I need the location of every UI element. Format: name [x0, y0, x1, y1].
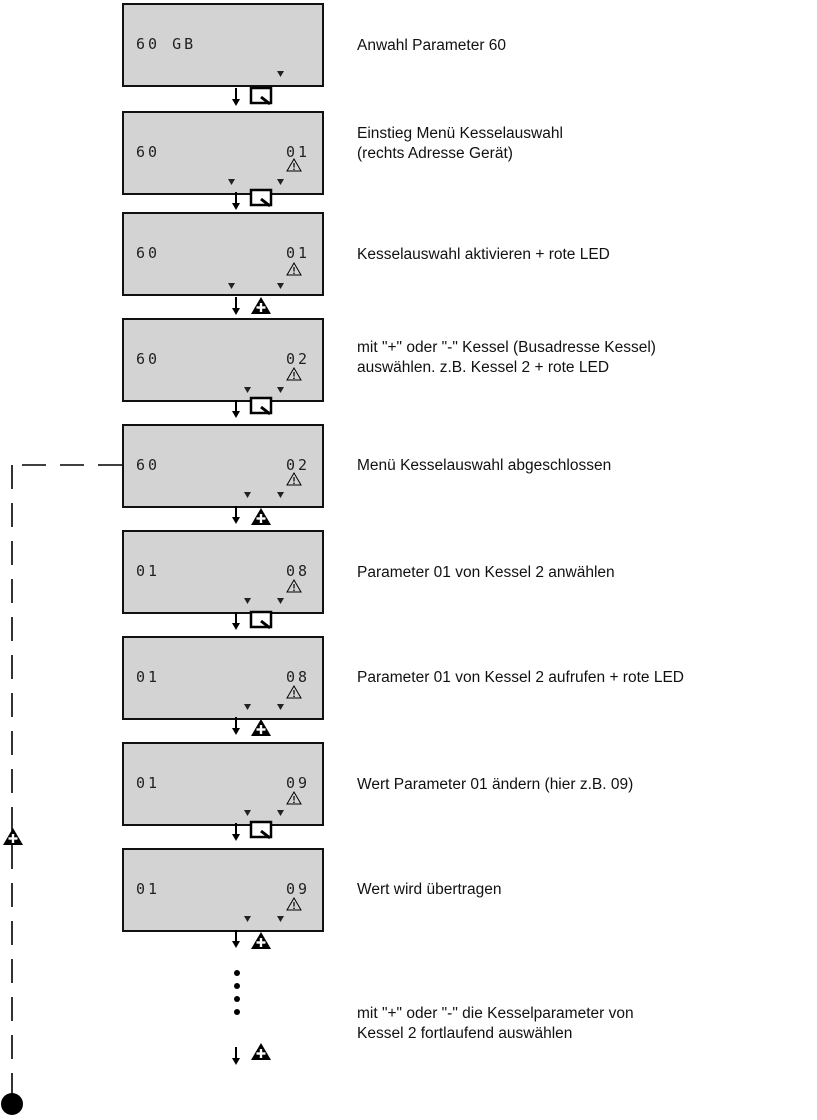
lcd-left-value: 60	[136, 143, 161, 161]
warning-icon	[286, 262, 302, 276]
lcd-right-value: 02	[285, 350, 310, 368]
step-description: Einstieg Menü Kesselauswahl (rechts Adre…	[357, 124, 812, 164]
lcd-right-value: 08	[285, 668, 310, 686]
step-description: mit "+" oder "-" Kessel (Busadresse Kess…	[357, 338, 812, 378]
warning-icon	[286, 367, 302, 381]
down-arrow-icon	[231, 191, 241, 211]
lcd-indicator	[277, 810, 284, 816]
warning-icon	[286, 579, 302, 593]
down-arrow-icon	[231, 929, 241, 949]
warning-icon	[286, 158, 302, 172]
description-line: Anwahl Parameter 60	[357, 37, 507, 54]
lcd-indicator	[244, 704, 251, 710]
lcd-indicator	[228, 179, 235, 185]
plus-key-icon	[249, 1041, 273, 1062]
lcd-indicator	[244, 492, 251, 498]
description-line: Kessel 2 fortlaufend auswählen	[357, 1025, 573, 1042]
lcd-display: 60 02	[122, 424, 324, 508]
lcd-indicator	[244, 387, 251, 393]
step-description: Wert wird übertragen	[357, 880, 812, 900]
lcd-indicator	[277, 387, 284, 393]
lcd-indicator	[277, 179, 284, 185]
step-description: Menü Kesselauswahl abgeschlossen	[357, 456, 812, 476]
lcd-indicator	[277, 704, 284, 710]
lcd-right-value: 09	[285, 880, 310, 898]
lcd-display: 01 08	[122, 530, 324, 614]
lcd-indicator	[277, 916, 284, 922]
plus-key-icon	[1, 826, 25, 847]
q-key-icon	[249, 820, 273, 840]
step-description: mit "+" oder "-" die Kesselparameter von…	[357, 1004, 812, 1044]
description-line: Kesselauswahl aktivieren + rote LED	[357, 246, 610, 263]
lcd-indicator	[277, 598, 284, 604]
down-arrow-icon	[231, 716, 241, 736]
lcd-display: 60 01	[122, 111, 324, 195]
description-line: auswählen. z.B. Kessel 2 + rote LED	[357, 359, 610, 376]
lcd-indicator	[277, 71, 284, 77]
step-description: Parameter 01 von Kessel 2 aufrufen + rot…	[357, 668, 812, 688]
description-line: Parameter 01 von Kessel 2 aufrufen + rot…	[357, 669, 684, 686]
step-description: Wert Parameter 01 ändern (hier z.B. 09)	[357, 775, 812, 795]
lcd-left-value: 60	[136, 350, 161, 368]
lcd-left-value: 01	[136, 668, 161, 686]
q-key-icon	[249, 188, 273, 208]
lcd-left-value: 60 GB	[136, 35, 197, 53]
step-description: Anwahl Parameter 60	[357, 36, 812, 56]
loop-back-line	[1, 464, 122, 1115]
lcd-right-value: 09	[285, 774, 310, 792]
step-description: Parameter 01 von Kessel 2 anwählen	[357, 563, 812, 583]
warning-icon	[286, 685, 302, 699]
lcd-right-value: 01	[285, 143, 310, 161]
description-line: Menü Kesselauswahl abgeschlossen	[357, 457, 612, 474]
lcd-indicator	[244, 916, 251, 922]
description-line: Einstieg Menü Kesselauswahl	[357, 125, 563, 142]
plus-key-icon	[249, 295, 273, 316]
q-key-icon	[249, 86, 273, 106]
down-arrow-icon	[231, 611, 241, 631]
ellipsis-dots	[234, 970, 240, 1015]
lcd-right-value: 01	[285, 244, 310, 262]
q-key-icon	[249, 396, 273, 416]
warning-icon	[286, 897, 302, 911]
lcd-indicator	[244, 598, 251, 604]
lcd-display: 01 09	[122, 742, 324, 826]
lcd-right-value: 08	[285, 562, 310, 580]
description-line: Wert wird übertragen	[357, 881, 502, 898]
lcd-left-value: 60	[136, 456, 161, 474]
lcd-left-value: 01	[136, 562, 161, 580]
description-line: mit "+" oder "-" Kessel (Busadresse Kess…	[357, 339, 656, 356]
lcd-left-value: 60	[136, 244, 161, 262]
down-arrow-icon	[231, 399, 241, 419]
description-line: Wert Parameter 01 ändern (hier z.B. 09)	[357, 776, 634, 793]
lcd-right-value: 02	[285, 456, 310, 474]
lcd-display: 01 08	[122, 636, 324, 720]
lcd-indicator	[277, 492, 284, 498]
down-arrow-icon	[231, 296, 241, 316]
plus-key-icon	[249, 506, 273, 527]
q-key-icon	[249, 610, 273, 630]
warning-icon	[286, 472, 302, 486]
down-arrow-icon	[231, 87, 241, 107]
down-arrow-icon	[231, 1046, 241, 1066]
lcd-indicator	[244, 810, 251, 816]
warning-icon	[286, 791, 302, 805]
lcd-indicator	[277, 283, 284, 289]
step-description: Kesselauswahl aktivieren + rote LED	[357, 245, 812, 265]
lcd-display: 60 GB	[122, 3, 324, 87]
lcd-left-value: 01	[136, 880, 161, 898]
lcd-indicator	[228, 283, 235, 289]
lcd-display: 01 09	[122, 848, 324, 932]
plus-key-icon	[249, 717, 273, 738]
lcd-display: 60 02	[122, 318, 324, 402]
down-arrow-icon	[231, 822, 241, 842]
lcd-display: 60 01	[122, 212, 324, 296]
down-arrow-icon	[231, 505, 241, 525]
description-line: mit "+" oder "-" die Kesselparameter von	[357, 1005, 634, 1022]
description-line: Parameter 01 von Kessel 2 anwählen	[357, 564, 615, 581]
description-line: (rechts Adresse Gerät)	[357, 145, 513, 162]
lcd-left-value: 01	[136, 774, 161, 792]
plus-key-icon	[249, 930, 273, 951]
